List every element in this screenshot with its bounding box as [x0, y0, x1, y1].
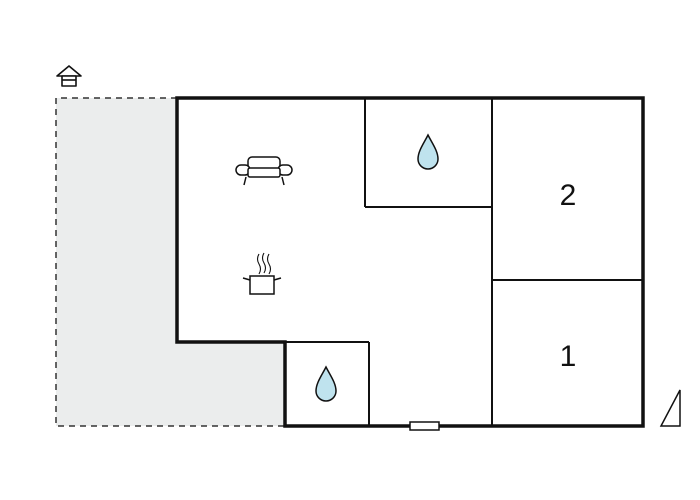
sofa-icon — [235, 156, 293, 186]
water-drop-icon — [315, 365, 337, 402]
house-icon — [56, 65, 82, 87]
entrance-door — [409, 421, 440, 431]
outer-walls — [175, 96, 645, 428]
water-drop-icon — [417, 133, 439, 170]
interior-walls — [285, 98, 643, 426]
terrace-area — [56, 98, 285, 426]
cooking-pot-icon — [242, 252, 282, 295]
terrace-outline — [55, 97, 285, 427]
room-label-1: 1 — [560, 340, 577, 373]
north-arrow-icon — [659, 389, 681, 427]
room-label-2: 2 — [560, 179, 577, 212]
